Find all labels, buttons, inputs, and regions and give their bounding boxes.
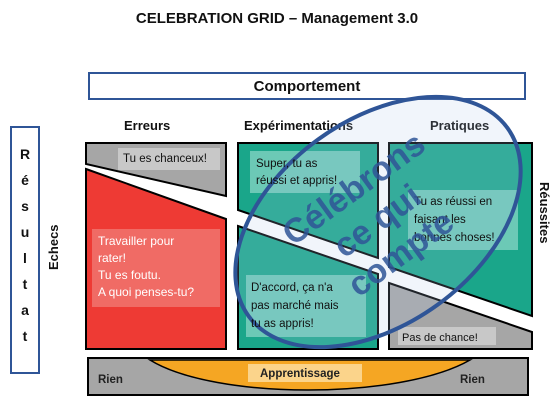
text-daccord-1: D'accord, ça n'a (251, 282, 333, 294)
resultat-letter: l (23, 250, 27, 266)
text-tu-as-reussi-1: Tu as réussi en (414, 196, 493, 208)
text-travailler-2: rater! (98, 251, 127, 265)
label-bg-travailler (92, 229, 220, 307)
column-erreurs: Erreurs (124, 118, 171, 133)
label-bg-pas-de-chance (398, 327, 496, 345)
label-bg-tu-es-chanceux (118, 148, 220, 170)
text-daccord-2: pas marché mais (251, 300, 339, 312)
resultat-box (10, 126, 40, 374)
text-pas-de-chance: Pas de chance! (402, 332, 478, 344)
text-super-2: réussi et appris! (256, 175, 338, 187)
resultat-letter: é (21, 172, 29, 188)
resultat-letter: a (21, 302, 29, 318)
text-daccord-3: tu as appris! (251, 318, 314, 330)
column-pratiques: Pratiques (430, 118, 489, 133)
text-tu-as-reussi-2: faisant les (414, 214, 466, 226)
text-super-1: Super, tu as (256, 158, 318, 170)
resultat-letter: t (22, 328, 28, 344)
celebrons-ellipse (233, 94, 523, 350)
comportement-header: Comportement (88, 72, 526, 100)
column-experimentations: Expérimentations (244, 118, 354, 133)
resultat-letter: R (19, 146, 31, 162)
text-apprentissage: Apprentissage (260, 368, 340, 380)
comportement-label: Comportement (253, 77, 361, 95)
resultat-letter: t (22, 276, 28, 292)
text-travailler-1: Travailler pour (98, 234, 175, 248)
page-title: CELEBRATION GRID – Management 3.0 (135, 10, 419, 27)
text-rien-left: Rien (98, 374, 123, 386)
resultat-letter: s (21, 198, 29, 214)
text-tu-as-reussi-3: bonnes choses! (414, 232, 495, 244)
text-tu-es-chanceux: Tu es chanceux! (123, 153, 207, 165)
apprentissage-label-bg (248, 364, 362, 382)
label-bg-daccord (246, 275, 366, 337)
resultat-letter: u (20, 224, 30, 240)
text-travailler-3: Tu es foutu. (98, 268, 161, 282)
text-travailler-4: A quoi penses-tu? (98, 285, 195, 299)
text-rien-right: Rien (460, 374, 485, 386)
